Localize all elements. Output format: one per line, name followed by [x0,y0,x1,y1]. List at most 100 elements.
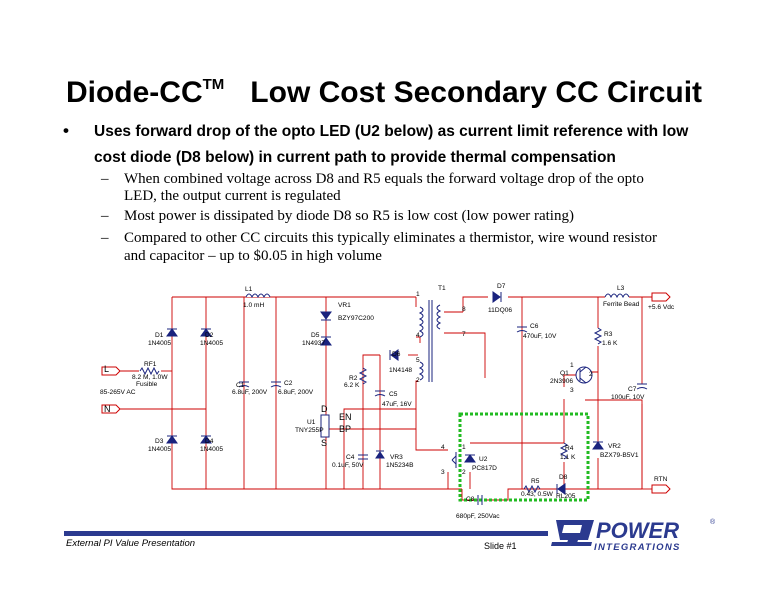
schematic-label: L [104,364,109,374]
schematic-label: 5 [416,357,420,364]
schematic-label: 0.43, 0.5W [521,491,554,498]
schematic-label: 1N4937 [302,340,325,347]
transformer-primary [418,306,424,338]
terminal-rtn [651,484,671,494]
title-trademark: TM [202,76,225,93]
subbullet-marker: – [101,208,109,224]
schematic-label: 1N5234B [386,462,414,469]
schematic-label: D1 [155,332,164,339]
schematic-label: R5 [531,478,540,485]
current-sense-highlight [458,412,590,502]
schematic-label: BZY97C200 [338,315,374,322]
wires [120,296,652,501]
schematic-label: 1.0 mH [243,302,264,309]
inductor-l3 [604,293,630,299]
schematic-label: Ferrite Bead [603,301,640,308]
schematic-label: 6.8uF, 200V [278,389,314,396]
schematic-label: U2 [479,456,488,463]
schematic-label: 470uF, 10V [523,333,557,340]
subbullet-1-line-2: LED, the output current is regulated [124,188,341,204]
schematic-label: U1 [307,419,316,426]
schematic-label: 47uF, 16V [382,401,412,408]
schematic-label: +5.6 Vdc [648,304,675,311]
schematic-label: C1 [236,382,245,389]
terminal-l [101,366,121,376]
schematic-label: 2 [589,371,593,378]
subbullet-3-line-2: and capacitor – up to $0.05 in high volu… [124,248,382,264]
title-main: Diode-CC [65,76,203,109]
schematic-label: 1.1 K [560,454,576,461]
schematic-label: R3 [604,331,613,338]
schematic-label: D4 [205,438,214,445]
bullet-line-1: Uses forward drop of the opto LED (U2 be… [94,123,689,140]
inductor-l1 [245,293,271,299]
schematic-label: 1 [462,444,466,451]
terminal-vout [651,292,671,302]
schematic-label: TNY255P [295,427,324,434]
schematic-label: L3 [617,285,625,292]
schematic-label: 7 [462,331,466,338]
ic-u1 [320,414,330,438]
schematic-label: 4 [416,332,420,339]
schematic-label: 1N4005 [148,340,171,347]
schematic-label: R4 [565,445,574,452]
schematic-label: BZX79-B5V1 [600,452,639,459]
schematic-label: C7 [628,386,637,393]
schematic-label: C4 [346,454,355,461]
schematic-label: D6 [392,351,401,358]
logo-text-bottom: INTEGRATIONS [594,542,681,553]
schematic-label: 11DQ06 [488,307,512,314]
schematic-label: C8 [466,496,475,503]
terminal-n [101,404,121,414]
schematic-label: C2 [284,380,293,387]
resistor-r2 [358,367,368,385]
schematic-label: D7 [497,283,506,290]
schematic-label: 1 [570,362,574,369]
bullet-marker: • [63,121,69,140]
schematic-label: D [321,404,328,414]
transformer-aux [418,361,424,381]
schematic-label: 2N3906 [550,378,573,385]
schematic-label: S [321,438,327,448]
subbullet-2-line-1: Most power is dissipated by diode D8 so … [124,208,574,224]
slide-title: Diode-CCTM Low Cost Secondary CC Circuit [0,76,768,110]
diodes [166,291,604,495]
schematic-label: 1N4005 [200,340,223,347]
schematic-label: VR3 [390,454,403,461]
schematic-label: D5 [311,332,320,339]
schematic-label: C6 [530,323,539,330]
footer-slide-number: Slide #1 [484,541,517,551]
resistor-r5 [523,484,541,494]
resistor-r3 [593,327,603,345]
schematic-label: Fusible [136,381,158,388]
schematic-label: PC817D [472,465,497,472]
schematic-label: 8.2 M, 1.0W [132,374,168,381]
schematic-label: 680pF, 250Vac [456,513,500,520]
schematic-label: VR1 [338,302,351,309]
title-rest: Low Cost Secondary CC Circuit [250,76,703,109]
schematic-label: T1 [438,285,446,292]
schematic-label: D3 [155,438,164,445]
schematic-label: R2 [349,375,358,382]
footer-bar [64,531,548,536]
schematic-label: RL205 [556,493,576,500]
footer-presentation-title: External PI Value Presentation [66,538,196,549]
schematic-label: 1.6 K [602,340,618,347]
schematic-label: 6.8uF, 200V [232,389,268,396]
schematic-label: C5 [389,391,398,398]
terminals [101,292,671,494]
schematic-label: 6.2 K [344,382,360,389]
schematic-label: 0.1uF, 50V [332,462,364,469]
schematic-label: 3 [441,469,445,476]
schematic-label: Q1 [560,370,569,377]
subbullet-3-line-1: Compared to other CC circuits this typic… [124,230,658,246]
schematic-label: 1N4005 [148,446,171,453]
schematic-label: EN [339,412,352,422]
schematic-label: 100uF, 10V [611,394,645,401]
transformer-secondary [436,304,442,330]
schematic-label: D2 [205,332,214,339]
subbullet-marker: – [101,230,109,246]
power-integrations-logo: POWER INTEGRATIONS ® [551,518,716,553]
schematic-label: BP [339,424,351,434]
